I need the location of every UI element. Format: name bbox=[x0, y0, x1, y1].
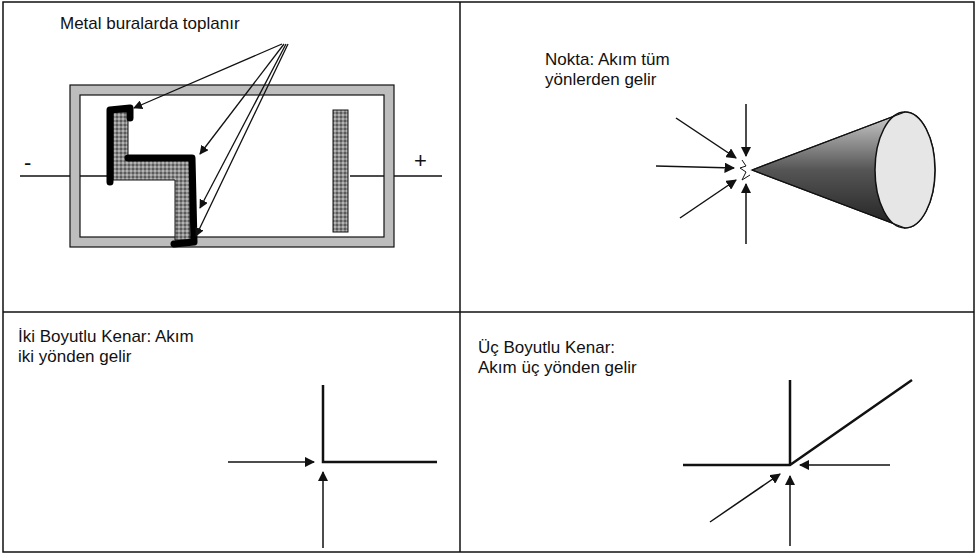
cone-figure bbox=[740, 112, 935, 228]
cell-caption: Metal buralarda toplanır bbox=[60, 14, 320, 34]
plating-tank bbox=[20, 85, 442, 247]
leader-arrows bbox=[134, 44, 288, 236]
polarity-sign: - bbox=[24, 150, 44, 176]
current-arrows bbox=[656, 104, 746, 244]
cell-caption: Üç Boyutlu Kenar: Akım üç yönden gelir bbox=[478, 338, 656, 379]
polarity-sign: + bbox=[414, 148, 438, 174]
cell-caption: İki Boyutlu Kenar: Akım iki yönden gelir bbox=[18, 327, 196, 368]
edge-2d bbox=[228, 385, 437, 548]
table-grid bbox=[3, 2, 974, 552]
cell-caption: Nokta: Akım tüm yönlerden gelir bbox=[545, 50, 695, 91]
edge-3d bbox=[683, 380, 912, 546]
